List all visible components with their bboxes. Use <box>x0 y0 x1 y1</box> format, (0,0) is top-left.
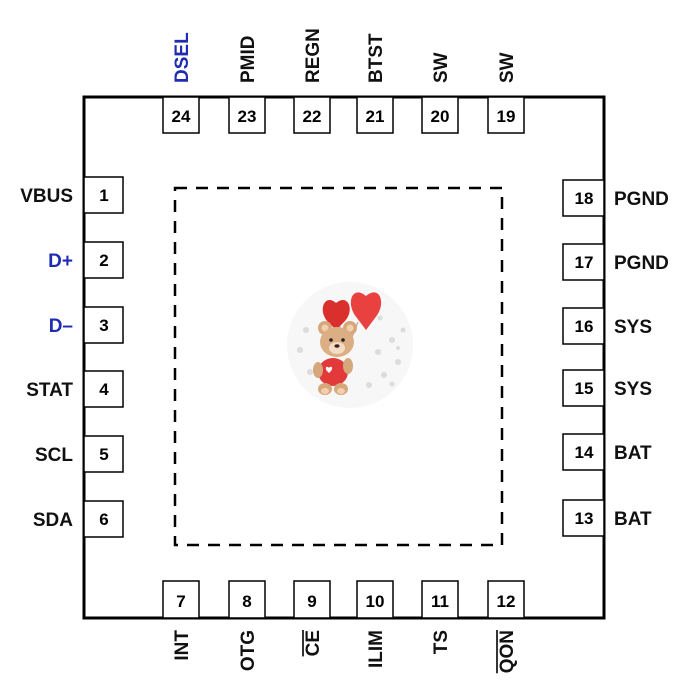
pin-box-16 <box>562 307 605 345</box>
pin-label-23: PMID <box>238 36 259 84</box>
pin-box-13 <box>562 499 605 537</box>
pin-label-16: SYS <box>614 317 652 338</box>
pin-label-8: OTG <box>238 630 259 671</box>
pin-box-10 <box>356 580 394 619</box>
pin-box-12 <box>487 580 525 619</box>
pin-number-5: 5 <box>99 445 108 464</box>
pin-number-2: 2 <box>99 251 108 270</box>
teddy-bear-with-heart-balloons-icon <box>287 282 413 408</box>
pin-box-7 <box>162 580 200 619</box>
pin-label-6: SDA <box>33 510 73 531</box>
pin-label-5: SCL <box>35 445 73 466</box>
pin-label-12: QON <box>497 630 518 673</box>
pin-label-18: PGND <box>614 189 669 210</box>
pin-box-3 <box>83 306 124 344</box>
pin-box-6 <box>83 500 124 538</box>
pin-label-11: TS <box>431 630 452 654</box>
pin-number-13: 13 <box>575 509 594 528</box>
pin-label-19: SW <box>497 52 518 83</box>
pin-box-21 <box>356 96 394 134</box>
pin-box-11 <box>421 580 459 619</box>
pin-box-9 <box>293 580 331 619</box>
pin-number-11: 11 <box>431 592 449 611</box>
pin-number-3: 3 <box>99 316 108 335</box>
pin-label-1: VBUS <box>20 186 73 207</box>
pin-box-8 <box>228 580 266 619</box>
pin-label-13: BAT <box>614 509 652 530</box>
pin-label-10: ILIM <box>366 630 387 668</box>
pin-number-15: 15 <box>575 379 594 398</box>
pin-number-4: 4 <box>99 380 109 399</box>
top-pin-row: 24 DSEL 23 PMID 22 REGN 21 BTST 20 SW 19 SW <box>162 28 525 134</box>
pin-number-12: 12 <box>497 592 516 611</box>
pin-label-2: D+ <box>48 251 73 272</box>
pin-box-5 <box>83 435 124 473</box>
pin-number-20: 20 <box>431 107 450 126</box>
pin-label-4: STAT <box>26 380 73 401</box>
pin-number-16: 16 <box>575 317 594 336</box>
pin-number-22: 22 <box>303 107 322 126</box>
pin-box-14 <box>562 433 605 471</box>
pin-number-1: 1 <box>99 186 108 205</box>
left-pin-row: 1 VBUS 2 D+ 3 D– 4 STAT 5 SCL 6 SDA <box>20 176 124 538</box>
pin-box-15 <box>562 369 605 407</box>
pin-number-19: 19 <box>497 107 516 126</box>
pin-number-14: 14 <box>575 443 594 462</box>
pin-number-24: 24 <box>172 107 191 126</box>
pin-label-3: D– <box>49 316 73 337</box>
pin-box-20 <box>421 96 459 134</box>
pin-label-15: SYS <box>614 379 652 400</box>
pin-number-9: 9 <box>307 592 316 611</box>
pin-label-14: BAT <box>614 443 652 464</box>
thermal-pad-outline <box>173 186 504 547</box>
pin-box-23 <box>228 96 266 134</box>
pin-label-7: INT <box>172 630 193 661</box>
pin-number-21: 21 <box>366 107 385 126</box>
pin-box-22 <box>293 96 331 134</box>
pin-box-17 <box>562 243 605 281</box>
pin-box-18 <box>562 179 605 217</box>
pin-box-4 <box>83 370 124 408</box>
pin-box-2 <box>83 241 124 279</box>
pin-box-19 <box>487 96 525 134</box>
pin-label-20: SW <box>431 52 452 83</box>
pin-label-17: PGND <box>614 253 669 274</box>
pin-number-23: 23 <box>238 107 257 126</box>
pin-number-18: 18 <box>575 189 594 208</box>
pin-label-22: REGN <box>303 28 324 83</box>
pin-number-17: 17 <box>575 253 594 272</box>
pin-label-9: CE <box>303 630 324 656</box>
pin-number-6: 6 <box>99 510 108 529</box>
pin-number-10: 10 <box>366 592 385 611</box>
pin-label-21: BTST <box>366 33 387 83</box>
pin-box-24 <box>162 96 200 134</box>
pin-number-7: 7 <box>176 592 185 611</box>
pin-number-8: 8 <box>242 592 251 611</box>
pin-box-1 <box>83 176 124 214</box>
pin-label-24: DSEL <box>172 32 193 83</box>
